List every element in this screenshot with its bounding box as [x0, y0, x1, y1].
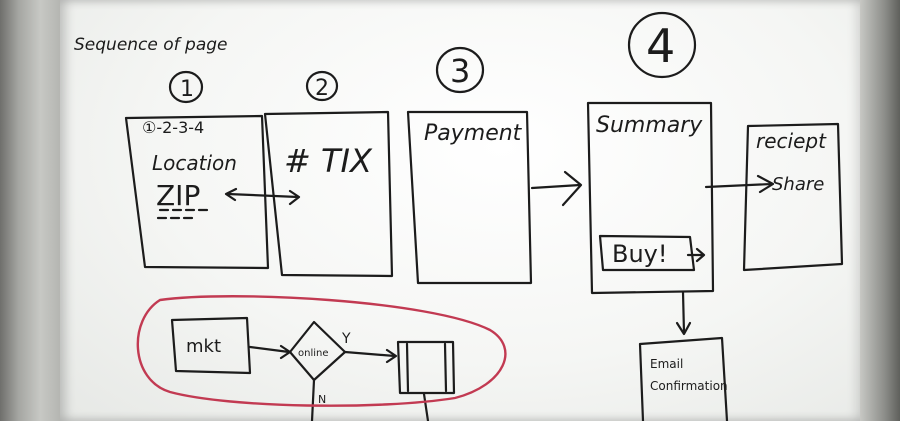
page-3-box	[406, 110, 533, 285]
step-3-number: 3	[450, 52, 470, 90]
page-4-summary-text: Summary	[596, 113, 703, 138]
step-4-circle	[627, 11, 697, 79]
zip-underline	[156, 208, 209, 220]
email-confirmation-box	[638, 336, 729, 421]
decision-text: online	[298, 348, 329, 359]
step-2-circle	[305, 70, 339, 102]
flow-arrow-no	[310, 378, 316, 421]
title-text: Sequence of page	[74, 35, 228, 55]
page-1-box	[124, 114, 270, 270]
process-box	[396, 340, 456, 395]
mkt-text: mkt	[186, 336, 221, 357]
step-4-number: 4	[646, 19, 675, 73]
receipt-box	[742, 122, 844, 272]
page-1-steps-text: ①-2-3-4	[142, 118, 204, 137]
step-1-circle	[168, 70, 204, 104]
arrow-payment-to-summary	[530, 170, 583, 207]
page-4-box	[586, 101, 715, 295]
page-2-tix-text: # TIX	[284, 142, 373, 180]
page-4-buy-text: Buy!	[612, 240, 668, 268]
arrow-summary-to-receipt	[704, 174, 775, 194]
step-2-number: 2	[315, 76, 329, 101]
yes-label: Y	[341, 331, 351, 347]
step-1-number: 1	[180, 77, 194, 102]
page-1-zip-text: ZIP	[156, 179, 200, 212]
red-loop	[136, 295, 507, 407]
mkt-box	[170, 316, 252, 375]
arrow-summary-to-email	[675, 290, 692, 336]
share-text: Share	[772, 174, 824, 195]
flow-arrow-yes	[343, 348, 398, 364]
step-3-circle	[435, 46, 485, 94]
whiteboard-frame-right	[860, 0, 900, 421]
page-1-location-text: Location	[152, 151, 237, 175]
arrow-zip-to-tix	[224, 187, 301, 206]
buy-arrow	[686, 247, 706, 263]
page-2-box	[263, 110, 394, 278]
no-label: N	[318, 393, 326, 406]
page-3-payment-text: Payment	[424, 121, 523, 146]
buy-button-box	[598, 234, 696, 272]
flow-arrow-1	[248, 344, 292, 360]
email-text: Email	[650, 357, 683, 371]
process-line-down	[422, 392, 430, 421]
receipt-text: reciept	[756, 129, 827, 153]
confirmation-text: Confirmation	[650, 379, 728, 393]
whiteboard-frame-left	[0, 0, 62, 421]
